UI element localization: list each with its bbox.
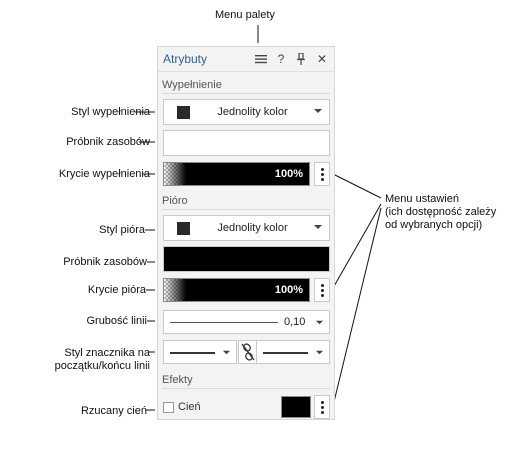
callout-menu-ustawien-note: (ich dostępność zależy od wybranych opcj… (385, 206, 497, 231)
pin-icon[interactable] (294, 51, 308, 67)
close-icon[interactable]: ✕ (316, 52, 328, 66)
callout-krycie-wypelnienia: Krycie wypełnienia (58, 168, 150, 180)
start-marker-preview (170, 352, 215, 354)
chevron-down-icon (315, 320, 324, 325)
callout-styl-znacznika: Styl znacznika na początku/końcu linii (54, 347, 150, 372)
section-effects-header: Efekty (162, 374, 193, 386)
palette-title: Atrybuty (163, 52, 208, 66)
pen-style-label: Jednolity kolor (217, 222, 288, 234)
divider (162, 388, 330, 389)
callout-styl-wypelnienia: Styl wypełnienia (71, 106, 150, 118)
unlink-markers-button[interactable] (238, 340, 258, 364)
section-fill-header: Wypełnienie (162, 79, 222, 91)
palette-titlebar: Atrybuty ? ✕ (158, 47, 334, 72)
fill-color-swatch (177, 106, 190, 119)
attributes-palette: Atrybuty ? ✕ Wypełnienie Jednolity kolor (157, 46, 335, 420)
pen-opacity-value: 100% (274, 284, 303, 296)
fill-opacity-value: 100% (274, 168, 303, 180)
chevron-down-icon (314, 225, 322, 229)
fill-style-label: Jednolity kolor (217, 106, 288, 118)
shadow-label: Cień (178, 401, 201, 413)
end-marker-dropdown[interactable] (256, 340, 330, 364)
fill-resource-sampler[interactable] (163, 130, 330, 156)
line-weight-dropdown[interactable]: 0,10 (163, 310, 330, 334)
opacity-gradient (164, 279, 186, 301)
start-marker-dropdown[interactable] (163, 340, 237, 364)
chevron-down-icon (222, 350, 231, 355)
callout-menu-palety: Menu palety (215, 9, 275, 21)
shadow-settings-menu-button[interactable] (314, 395, 330, 419)
callout-menu-ustawien-title: Menu ustawień (385, 193, 459, 205)
chevron-down-icon (314, 109, 322, 113)
fill-settings-menu-button[interactable] (314, 162, 330, 186)
section-pen-header: Pióro (162, 195, 188, 207)
line-weight-preview (170, 322, 278, 323)
end-marker-preview (263, 352, 308, 354)
callout-styl-piora: Styl pióra (99, 224, 145, 236)
unlink-icon (241, 343, 255, 361)
menu-icon[interactable] (254, 51, 268, 67)
pen-opacity-slider[interactable]: 100% (163, 278, 310, 302)
callout-probnik-zasobow-fill: Próbnik zasobów (66, 136, 150, 148)
line-weight-value: 0,10 (284, 316, 306, 328)
divider (162, 209, 330, 210)
callout-grubosc-linii: Grubość linii (86, 315, 147, 327)
pen-settings-menu-button[interactable] (314, 278, 330, 302)
shadow-color-well[interactable] (281, 396, 311, 418)
callout-krycie-piora: Krycie pióra (87, 284, 146, 296)
divider (162, 93, 330, 94)
callout-probnik-zasobow-pen: Próbnik zasobów (63, 256, 147, 268)
callout-rzucany-cien: Rzucany cień (80, 405, 147, 417)
chevron-down-icon (315, 350, 324, 355)
fill-style-dropdown[interactable]: Jednolity kolor (163, 99, 330, 125)
opacity-gradient (164, 163, 186, 185)
shadow-checkbox[interactable] (163, 402, 174, 413)
fill-opacity-slider[interactable]: 100% (163, 162, 310, 186)
pen-resource-sampler[interactable] (163, 246, 330, 272)
pen-color-swatch (177, 222, 190, 235)
pen-style-dropdown[interactable]: Jednolity kolor (163, 215, 330, 241)
help-icon[interactable]: ? (277, 52, 285, 66)
